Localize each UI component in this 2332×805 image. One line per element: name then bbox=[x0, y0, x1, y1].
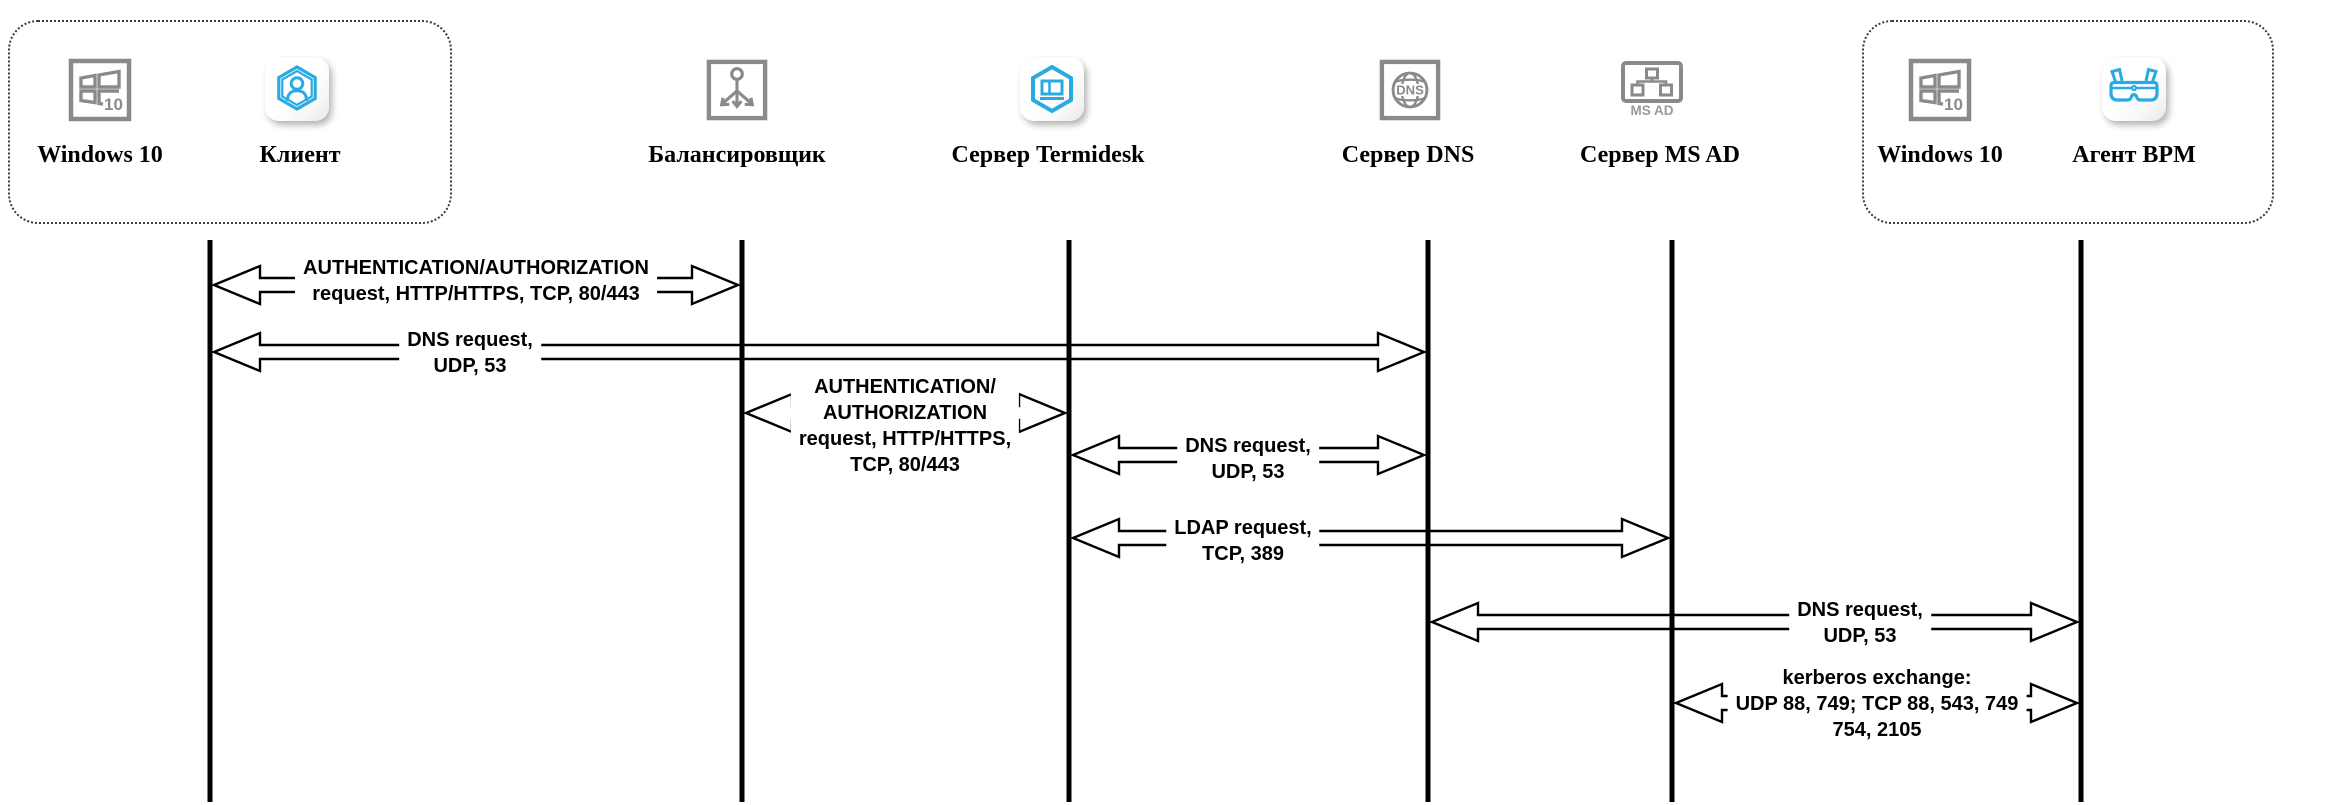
agent-workstation-group-box bbox=[1862, 20, 2274, 224]
svg-text:10: 10 bbox=[104, 95, 123, 114]
3d-glasses-icon bbox=[2102, 57, 2166, 121]
actor-label-bpm-agent: Агент BPM bbox=[2072, 142, 2196, 168]
windows-10-icon: 10 bbox=[68, 58, 132, 122]
dns-globe-icon: DNS bbox=[1379, 59, 1441, 121]
windows-10-icon: 10 bbox=[1908, 58, 1972, 122]
message-arrow-ldap-termidesk-msad bbox=[1069, 517, 1672, 559]
actor-label-balancer: Балансировщик bbox=[648, 142, 826, 168]
svg-text:DNS: DNS bbox=[1396, 82, 1424, 97]
message-label-auth-client-balancer: AUTHENTICATION/AUTHORIZATION request, HT… bbox=[295, 255, 657, 307]
message-label-dns-client-dnsserver: DNS request, UDP, 53 bbox=[399, 327, 541, 379]
message-label-ldap-termidesk-msad: LDAP request, TCP, 389 bbox=[1166, 515, 1320, 567]
client-user-hexagon-icon bbox=[265, 57, 329, 121]
load-balancer-icon bbox=[706, 59, 768, 121]
message-label-kerberos-msad-bpm: kerberos exchange: UDP 88, 749; TCP 88, … bbox=[1727, 665, 2027, 743]
termidesk-hexagon-icon bbox=[1020, 57, 1084, 121]
actor-label-termidesk: Сервер Termidesk bbox=[951, 142, 1145, 168]
message-label-auth-balancer-termidesk: AUTHENTICATION/ AUTHORIZATION request, H… bbox=[790, 374, 1020, 478]
client-workstation-group-box bbox=[8, 20, 452, 224]
message-arrow-dns-dnsserver-bpm bbox=[1428, 601, 2081, 643]
actor-label-dns: Сервер DNS bbox=[1341, 142, 1475, 168]
actor-label-msad: Сервер MS AD bbox=[1580, 142, 1740, 168]
svg-text:MS AD: MS AD bbox=[1631, 103, 1674, 118]
message-label-dns-dnsserver-bpm: DNS request, UDP, 53 bbox=[1789, 597, 1931, 649]
message-label-dns-termidesk-dnsserver: DNS request, UDP, 53 bbox=[1177, 433, 1319, 485]
svg-text:10: 10 bbox=[1944, 95, 1963, 114]
ms-ad-tree-icon: MS AD bbox=[1620, 57, 1684, 121]
message-arrow-dns-client-dnsserver bbox=[210, 331, 1428, 373]
actor-label-windows10-right: Windows 10 bbox=[1877, 142, 2003, 168]
actor-label-client: Клиент bbox=[259, 142, 341, 168]
actor-label-windows10-left: Windows 10 bbox=[37, 142, 163, 168]
